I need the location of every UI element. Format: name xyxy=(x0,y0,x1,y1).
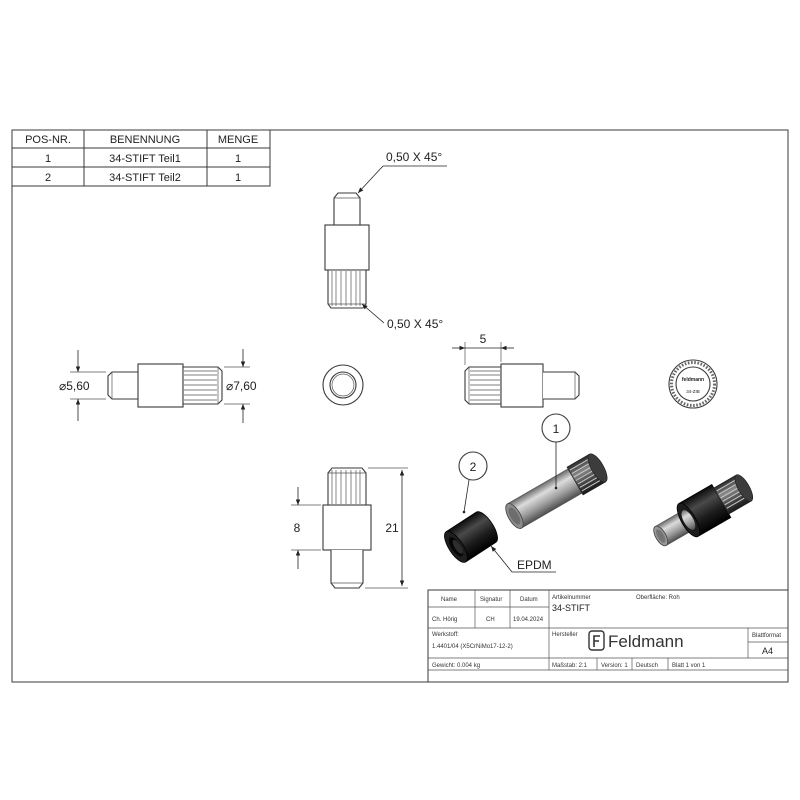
ring-hole-wall xyxy=(452,539,463,554)
name-label: Name xyxy=(441,597,458,603)
pin-collar xyxy=(324,224,370,271)
knurl-line xyxy=(581,478,603,492)
logo-mark-icon xyxy=(588,630,605,651)
assembly-shaft-chamfer xyxy=(656,529,666,543)
chamfer-leader xyxy=(357,165,384,194)
scale: Maßstab: 2:1 xyxy=(552,663,588,669)
surface-finish: Oberfläche: Roh xyxy=(636,595,680,601)
balloon-number: 1 xyxy=(553,422,560,436)
end-view-engraving: feldmann 34-ZIB xyxy=(668,359,718,409)
diameter-small-label: ⌀5,60 xyxy=(59,379,90,393)
parts-list-header-qty: MENGE xyxy=(218,134,258,146)
ring-inner xyxy=(329,371,357,399)
material-callout: EPDM xyxy=(490,545,556,573)
balloon-part2: 2 xyxy=(458,451,488,514)
balloon-part1: 1 xyxy=(541,413,571,490)
knurl-length-label: 5 xyxy=(480,332,487,346)
pin-collar xyxy=(322,504,372,551)
pin-shaft xyxy=(107,371,138,400)
material-label: Werkstoff: xyxy=(432,632,459,638)
parts-list-row-qty: 1 xyxy=(235,172,241,184)
assembly-ring-bore xyxy=(681,510,696,530)
end-knurl-ring xyxy=(670,361,716,407)
weight: Gewicht: 0.004 kg xyxy=(432,663,480,669)
pin-shaft xyxy=(543,371,580,400)
knurl-lines xyxy=(331,271,361,306)
knurl-lines xyxy=(331,470,361,504)
collar-length-label: 8 xyxy=(294,521,301,535)
knurl-line xyxy=(716,478,738,492)
knurl-lines xyxy=(470,370,500,401)
parts-list-row-pos: 2 xyxy=(45,172,51,184)
ring-bore xyxy=(331,373,355,397)
total-length-label: 21 xyxy=(385,521,399,535)
parts-list-row-name: 34-STIFT Teil1 xyxy=(109,153,181,165)
pin-shaft xyxy=(330,550,364,589)
assembly-knurl-end xyxy=(734,474,754,502)
balloon-leader xyxy=(463,479,470,513)
chamfer-top-label: 0,50 X 45° xyxy=(386,150,442,164)
parts-list-border xyxy=(11,129,271,187)
date-label: Datum xyxy=(520,597,538,603)
logo-f-icon xyxy=(593,635,600,647)
drawn-by-name: Ch. Hörig xyxy=(432,617,457,623)
logo-text: Feldmann xyxy=(608,632,684,651)
iso-pin-part1 xyxy=(505,453,608,529)
pin-end-chamfer xyxy=(508,507,521,525)
parts-list-table: POS-NR. BENENNUNG MENGE 1 34-STIFT Teil1… xyxy=(11,129,271,187)
engraving-logo-text: feldmann xyxy=(682,377,704,383)
chamfer-leader xyxy=(361,303,385,324)
pin-collar xyxy=(137,363,184,408)
sheet-format: A4 xyxy=(762,646,773,656)
material-leader xyxy=(490,545,513,573)
top-view-pin: 0,50 X 45° 0,50 X 45° xyxy=(324,150,447,331)
material-callout-label: EPDM xyxy=(517,558,552,572)
knurl-lines xyxy=(184,370,217,401)
pin-knurl-end xyxy=(587,453,608,483)
drawing-frame xyxy=(11,129,789,683)
diameter-large-label: ⌀7,60 xyxy=(226,379,257,393)
right-view-pin: 5 xyxy=(452,332,580,408)
pin-knurl xyxy=(464,366,502,405)
iso-assembly xyxy=(653,474,754,547)
feldmann-logo: Feldmann xyxy=(588,630,684,651)
sheet-number: Blatt 1 von 1 xyxy=(672,663,706,669)
pin-collar xyxy=(500,363,544,408)
title-block-border xyxy=(427,589,789,683)
material-value: 1.4401/04 (X5CrNiMo17-12-2) xyxy=(432,644,513,650)
drawn-by-signature: CH xyxy=(486,617,495,623)
end-face xyxy=(675,366,711,402)
parts-list-header-pos: POS-NR. xyxy=(25,134,71,146)
engraving-part-text: 34-ZIB xyxy=(686,389,700,394)
parts-list-row-pos: 1 xyxy=(45,153,51,165)
balloon-leader-dot xyxy=(554,486,558,490)
language: Deutsch xyxy=(636,663,658,669)
iso-ring-part2 xyxy=(444,511,498,563)
balloon-leader-dot xyxy=(462,510,466,514)
pin-knurl xyxy=(182,366,223,405)
balloon-number: 2 xyxy=(470,460,477,474)
sheet-format-label: Blattformat xyxy=(752,633,781,639)
parts-list-header-name: BENENNUNG xyxy=(110,134,180,146)
ring-front-view xyxy=(322,364,364,406)
parts-list-row-name: 34-STIFT Teil2 xyxy=(109,172,181,184)
knurl-line xyxy=(726,495,748,509)
manufacturer-label: Hersteller xyxy=(552,632,578,638)
pin-shaft xyxy=(333,192,361,225)
parts-list-row-qty: 1 xyxy=(235,153,241,165)
drawn-date: 19.04.2024 xyxy=(513,617,544,623)
article-number: 34-STIFT xyxy=(552,603,591,613)
signature-label: Signatur xyxy=(480,597,502,603)
article-number-label: Artikelnummer xyxy=(552,595,591,601)
title-block: Name Signatur Datum Ch. Hörig CH 19.04.2… xyxy=(427,589,789,683)
left-view-pin: ⌀5,60 ⌀7,60 xyxy=(59,349,257,423)
version: Version: 1 xyxy=(601,663,628,669)
knurl-line xyxy=(569,457,591,471)
chamfer-bottom-label: 0,50 X 45° xyxy=(387,317,443,331)
bottom-view-pin: 8 21 xyxy=(291,467,408,589)
balloon-circle xyxy=(458,451,488,481)
